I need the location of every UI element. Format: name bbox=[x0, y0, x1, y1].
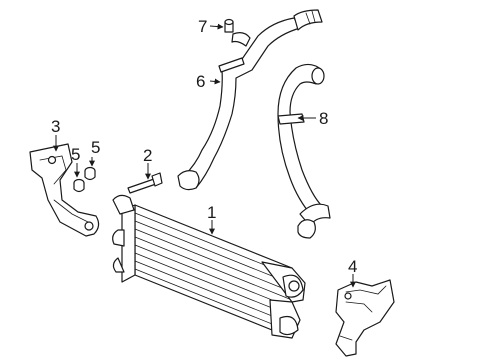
leader-lines bbox=[53, 23, 356, 288]
bushing-part-5b[interactable] bbox=[84, 166, 96, 181]
bushing-part-5a[interactable] bbox=[73, 178, 85, 193]
bolt-part-2[interactable] bbox=[127, 172, 163, 194]
callouts: 1 2 3 4 5 5 6 7 8 bbox=[51, 17, 357, 276]
shield-part-4[interactable] bbox=[335, 279, 395, 357]
callout-1: 1 bbox=[207, 203, 216, 222]
bracket-part-3[interactable] bbox=[29, 143, 100, 237]
cap-part-7[interactable] bbox=[224, 18, 234, 33]
callout-6: 6 bbox=[196, 72, 205, 91]
callout-4: 4 bbox=[348, 257, 357, 276]
callout-5a: 5 bbox=[71, 145, 80, 164]
callout-3: 3 bbox=[51, 117, 60, 136]
hose-part-6[interactable] bbox=[177, 9, 323, 191]
hose-part-8[interactable] bbox=[277, 63, 331, 239]
callout-2: 2 bbox=[143, 146, 152, 165]
callout-8: 8 bbox=[319, 109, 328, 128]
intercooler-part-1[interactable] bbox=[112, 194, 306, 339]
callout-7: 7 bbox=[198, 17, 207, 36]
callout-5b: 5 bbox=[91, 138, 100, 157]
